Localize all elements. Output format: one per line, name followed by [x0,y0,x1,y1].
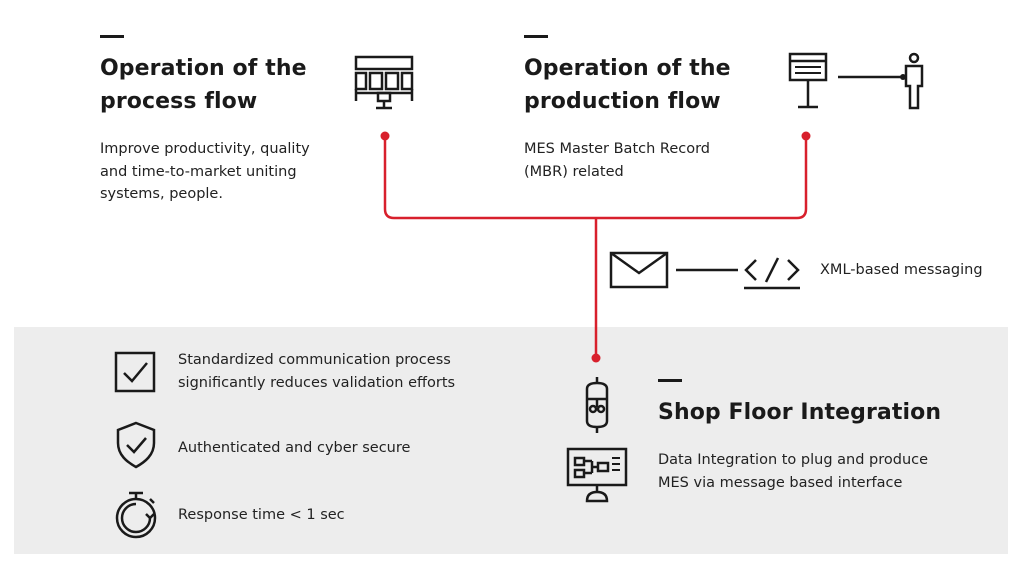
shield-check-icon [115,421,157,469]
benefit-response-time: Response time < 1 sec [178,507,345,523]
connector-dot-shopfloor [591,353,601,363]
shop-floor-description: Data Integration to plug and produce MES… [658,452,929,491]
checkbox-icon [114,351,156,393]
connector-dot-process [380,131,390,141]
section-marker [100,35,124,38]
production-flow-title: Operation of the production flow [524,56,731,114]
features-panel [14,327,1008,554]
envelope-icon [609,251,669,289]
shop-floor-title: Shop Floor Integration [658,400,942,425]
stopwatch-icon [113,490,159,540]
production-flow-description: MES Master Batch Record (MBR) related [524,141,711,180]
code-icon [742,256,802,290]
xml-messaging-label: XML-based messaging [820,262,983,278]
benefit-standardized: Standardized communication process signi… [178,352,456,391]
section-marker [524,35,548,38]
reactor-vessel-icon [580,377,614,439]
terminal-operator-icon [788,52,928,112]
control-room-icon [354,55,414,111]
process-flow-title: Operation of the process flow [100,56,307,114]
connector-dot-production [801,131,811,141]
message-link-line [676,268,738,272]
process-flow-description: Improve productivity, quality and time-t… [100,141,310,202]
process-monitor-icon [566,447,628,503]
benefit-secure: Authenticated and cyber secure [178,440,411,456]
section-marker [658,379,682,382]
